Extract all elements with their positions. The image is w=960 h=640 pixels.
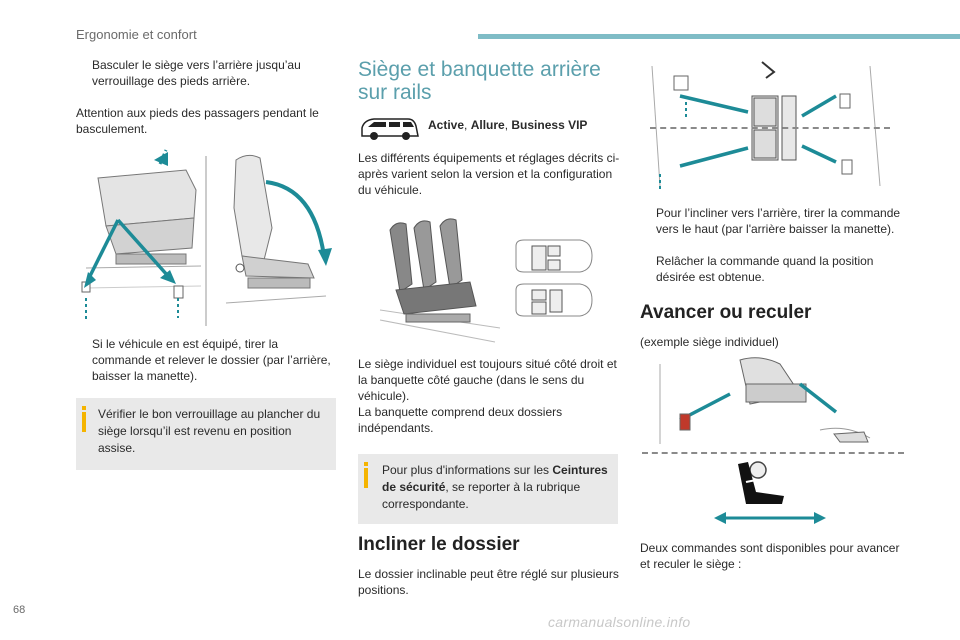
divider-dashed <box>642 452 904 454</box>
note-seatbelts-link: Ceintures de sécurité <box>382 463 608 494</box>
note-seatbelts-pre: Pour plus d'informations sur les <box>382 463 553 477</box>
trim-business-vip: Business VIP <box>511 118 588 132</box>
section-title-recline: Incliner le dossier <box>358 534 520 555</box>
step-recline-1: Pour l’incliner vers l’arrière, tirer la… <box>640 205 910 237</box>
step-recline-1-text: Pour l’incliner vers l’arrière, tirer la… <box>656 206 901 236</box>
intro-text: Les différents équipements et réglages d… <box>358 151 620 197</box>
note-seatbelts: Pour plus d'informations sur les Ceintur… <box>358 454 618 524</box>
seat-desc-1: Le siège individuel est toujours situé c… <box>358 357 617 403</box>
step-backrest: Si le véhicule en est équipé, tirer la c… <box>76 336 338 384</box>
move-seat-illustration <box>659 357 871 524</box>
seat-folding-illustration <box>81 149 332 326</box>
step-backrest-text: Si le véhicule en est équipé, tirer la c… <box>92 337 331 383</box>
seats-on-rails-illustration <box>379 218 593 343</box>
move-desc: Deux commandes sont disponibles pour ava… <box>640 541 900 571</box>
section-header-title: Ergonomie et confort <box>76 27 197 42</box>
step-fold-back: Basculer le siège vers l’arrière jusqu’a… <box>76 57 338 89</box>
divider-dashed <box>650 127 890 129</box>
section-title-move: Avancer ou reculer <box>640 302 812 323</box>
trim-allure: Allure <box>470 118 505 132</box>
page-number: 68 <box>13 604 26 616</box>
watermark: carmanualsonline.info <box>548 614 691 630</box>
note-seatbelts-post: , se reporter à la rubrique correspondan… <box>382 480 581 511</box>
step-recline-2-text: Relâcher la commande quand la position d… <box>656 254 874 284</box>
note-lock-text: Vérifier le bon verrouillage au plancher… <box>98 407 321 455</box>
seat-desc-2: La banquette comprend deux dossiers indé… <box>358 405 563 435</box>
trim-levels: Active, Allure, Business VIP <box>428 118 587 132</box>
trim-active: Active <box>428 118 465 132</box>
warning-feet: Attention aux pieds des passagers pendan… <box>76 106 319 136</box>
step-fold-back-text: Basculer le siège vers l’arrière jusqu’a… <box>92 58 301 88</box>
header-accent-bar <box>478 34 960 39</box>
info-icon <box>82 406 86 432</box>
step-recline-2: Relâcher la commande quand la position d… <box>640 253 910 285</box>
section-title-rails: Siège et banquette arrière sur rails <box>358 58 601 104</box>
note-seatbelts-text: Pour plus d'informations sur les Ceintur… <box>382 462 614 513</box>
trim-separator: , <box>464 118 471 132</box>
van-icon <box>361 118 419 140</box>
trim-separator: , <box>504 118 512 132</box>
recline-illustration <box>651 61 881 192</box>
move-example: (exemple siège individuel) <box>640 335 779 349</box>
note-lock: Vérifier le bon verrouillage au plancher… <box>76 398 336 470</box>
recline-desc: Le dossier inclinable peut être réglé su… <box>358 567 619 597</box>
info-icon <box>364 462 368 488</box>
